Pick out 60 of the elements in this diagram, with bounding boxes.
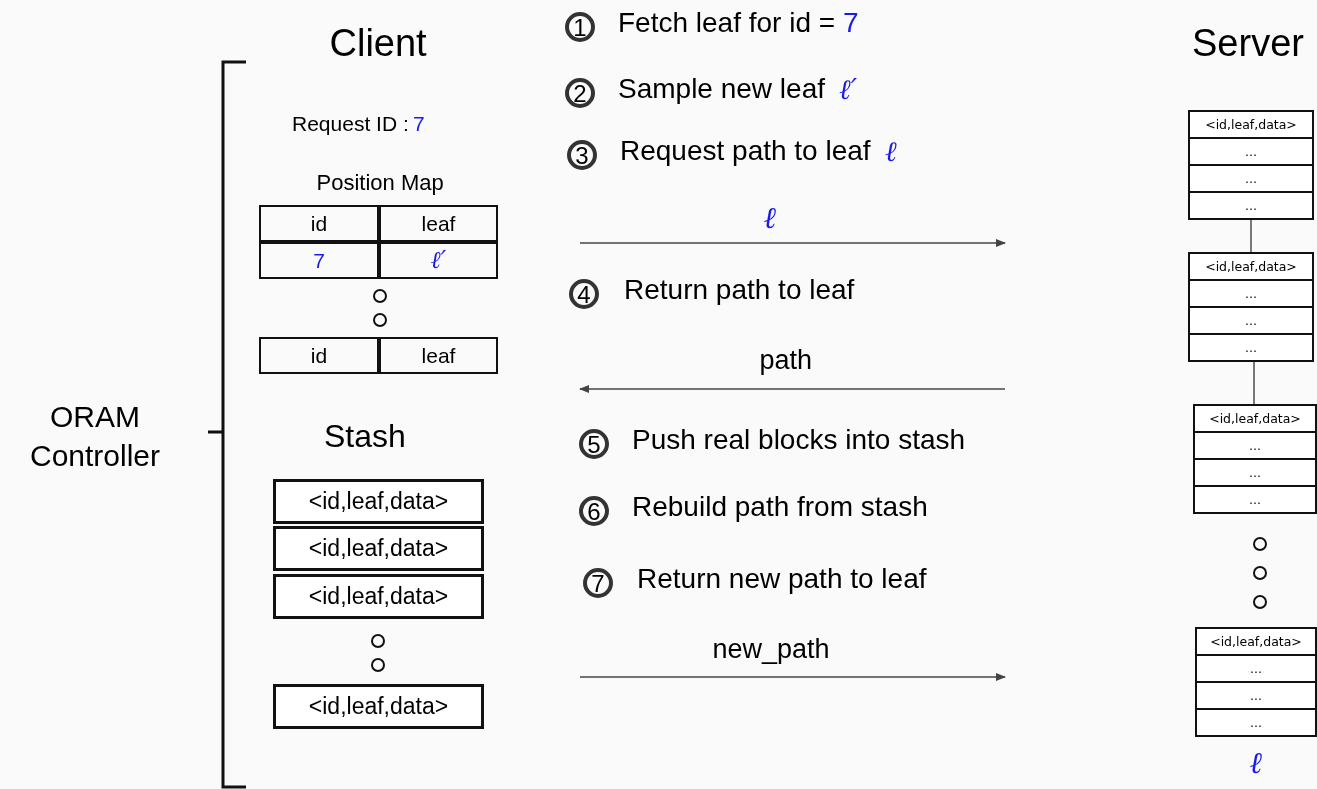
table-cell: ℓ′ [379,242,498,279]
stash-block: <id,leaf,data> [273,479,484,524]
step-text: Request path to leaf [620,135,871,167]
bucket-header: <id,leaf,data> [1209,633,1303,651]
bucket-header: <id,leaf,data> [1204,116,1298,134]
leaf-symbol: ℓ [885,135,897,168]
id-value: 7 [413,112,425,136]
ellipsis-text: ... [1197,654,1315,681]
ellipsis-text: ... [1197,708,1315,735]
table-header-cell: leaf [379,205,498,242]
ellipsis-text: ... [1190,191,1312,218]
step-number: 3 [567,140,597,170]
step-number: 2 [565,78,595,108]
step-number: 1 [565,12,595,42]
table-header-cell: id [259,205,379,242]
connector-line [1253,361,1255,405]
step-text: Return path to leaf [624,274,855,306]
leaf-symbol: ℓ [1249,745,1262,780]
bucket-table [1188,110,1314,220]
step-number: 6 [579,496,609,526]
step-text: Rebuild path from stash [632,491,928,523]
bucket-table [1188,252,1314,362]
step-text: Fetch leaf for id = [618,7,836,39]
ellipsis-text: ... [1190,164,1312,191]
table-cell: id [259,337,379,374]
step-text: Sample new leaf [618,73,825,105]
table-cell: 7 [259,242,379,279]
field-label: Request ID : [292,112,409,136]
ellipsis-text: ... [1197,681,1315,708]
bucket-table [1195,627,1317,737]
column-title: Client [329,22,427,65]
stash-block: <id,leaf,data> [273,574,484,619]
stash-block: <id,leaf,data> [273,526,484,571]
message-label: new_path [712,634,830,665]
message-label: ℓ [763,200,776,235]
message-label: path [759,345,813,376]
bucket-table [1193,404,1317,514]
bucket-header: <id,leaf,data> [1204,258,1298,276]
stash-block: <id,leaf,data> [273,684,484,729]
id-value: 7 [843,7,859,39]
ellipsis-text: ... [1190,279,1312,306]
connector-line [1250,219,1252,253]
ellipsis-text: ... [1190,333,1312,360]
ellipsis-text: ... [1190,137,1312,164]
table-title: Position Map [316,170,444,196]
step-number: 7 [583,568,613,598]
ellipsis-text: ... [1195,485,1315,512]
ellipsis-text: ... [1195,431,1315,458]
step-number: 4 [569,279,599,309]
bucket-header: <id,leaf,data> [1208,410,1302,428]
component-label: ORAM Controller [28,399,162,474]
step-text: Push real blocks into stash [632,424,966,456]
step-number: 5 [579,429,609,459]
table-cell: leaf [379,337,498,374]
leaf-symbol: ℓ′ [839,73,858,106]
ellipsis-text: ... [1190,306,1312,333]
section-title: Stash [324,418,406,455]
column-title: Server [1192,22,1304,65]
ellipsis-text: ... [1195,458,1315,485]
step-text: Return new path to leaf [637,563,927,595]
